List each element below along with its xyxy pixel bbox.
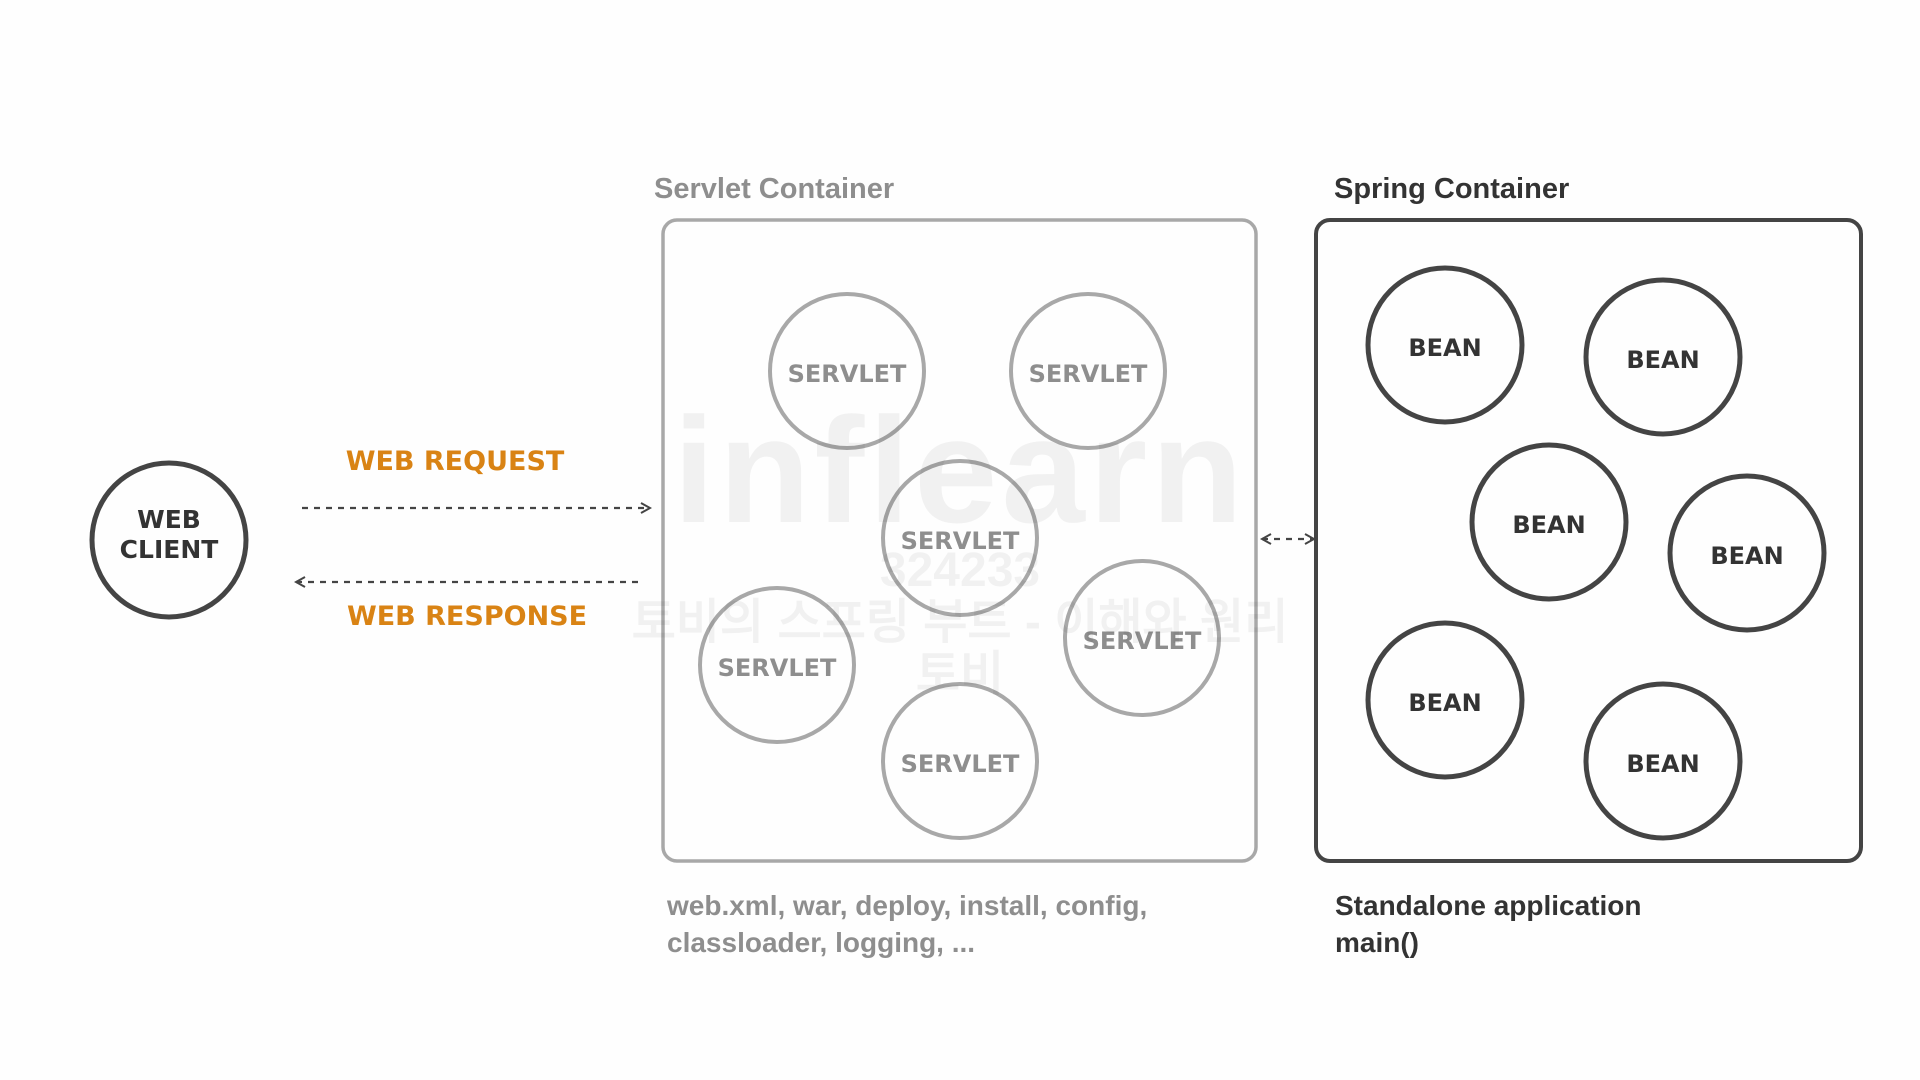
servlet-label: SERVLET [1083, 627, 1202, 655]
bean-label: BEAN [1512, 511, 1585, 539]
bean-node: BEAN [1469, 442, 1629, 602]
servlet-circle [1063, 559, 1221, 717]
spring-container-box [1314, 218, 1863, 863]
servlet-label: SERVLET [788, 360, 907, 388]
servlet-container-title: Servlet Container [654, 173, 894, 205]
servlet-label: SERVLET [901, 527, 1020, 555]
servlet-container-notes-line2: classloader, logging, ... [667, 927, 975, 958]
spring-container: Spring Container BEAN BEAN BEAN BEAN BEA… [1314, 173, 1863, 958]
servlet-container-notes-line1: web.xml, war, deploy, install, config, [666, 890, 1147, 921]
web-response-label: WEB RESPONSE [347, 601, 587, 632]
servlet-container: Servlet Container SERVLET SERVLET SERVLE… [654, 173, 1258, 958]
servlet-circle [881, 459, 1039, 617]
spring-container-notes-line1: Standalone application [1335, 890, 1641, 921]
bean-label: BEAN [1626, 750, 1699, 778]
bean-circle [1365, 620, 1525, 780]
servlet-circle [881, 682, 1039, 840]
bean-circle [1365, 265, 1525, 425]
servlet-label: SERVLET [901, 750, 1020, 778]
servlet-node: SERVLET [698, 586, 856, 744]
bean-node: BEAN [1583, 277, 1743, 437]
servlet-node: SERVLET [1009, 292, 1167, 450]
bean-node: BEAN [1365, 265, 1525, 425]
spring-container-notes-line2: main() [1335, 927, 1419, 958]
web-request-flow: WEB REQUEST [302, 446, 650, 508]
bean-circle [1667, 473, 1827, 633]
web-client-circle [89, 460, 249, 620]
bean-label: BEAN [1408, 334, 1481, 362]
servlet-node: SERVLET [768, 292, 926, 450]
bean-node: BEAN [1365, 620, 1525, 780]
bean-circle [1469, 442, 1629, 602]
web-client-label-line2: CLIENT [120, 535, 219, 564]
servlet-circle [698, 586, 856, 744]
servlet-container-box [661, 218, 1258, 863]
servlet-circle [768, 292, 926, 450]
servlet-node: SERVLET [881, 682, 1039, 840]
spring-container-title: Spring Container [1334, 173, 1569, 205]
servlet-node: SERVLET [881, 459, 1039, 617]
servlet-node: SERVLET [1063, 559, 1221, 717]
bean-label: BEAN [1408, 689, 1481, 717]
bean-label: BEAN [1710, 542, 1783, 570]
web-client-node: WEB CLIENT [89, 460, 249, 620]
web-response-flow: WEB RESPONSE [296, 582, 638, 632]
bean-circle [1583, 277, 1743, 437]
servlet-circle [1009, 292, 1167, 450]
servlet-label: SERVLET [1029, 360, 1148, 388]
bean-node: BEAN [1667, 473, 1827, 633]
web-request-label: WEB REQUEST [346, 446, 565, 477]
servlet-label: SERVLET [718, 654, 837, 682]
bean-circle [1583, 681, 1743, 841]
bean-label: BEAN [1626, 346, 1699, 374]
web-client-label-line1: WEB [137, 505, 201, 534]
bean-node: BEAN [1583, 681, 1743, 841]
